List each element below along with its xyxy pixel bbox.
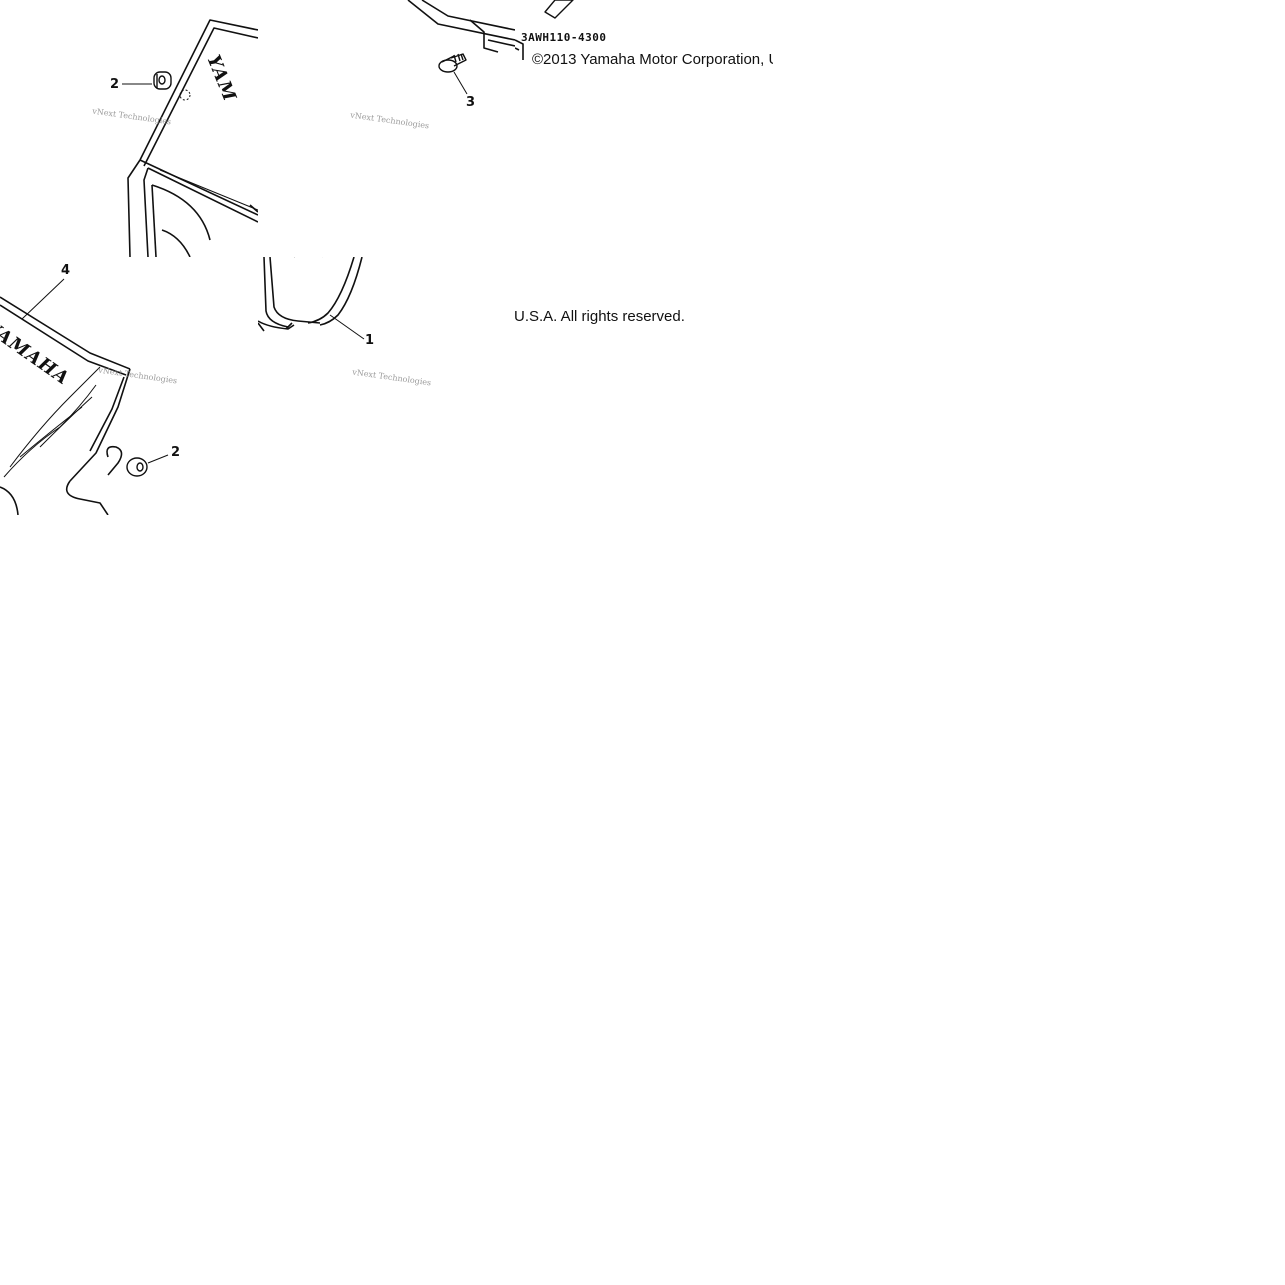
copyright-text: ©2013 Yamaha Motor Corporation, U (532, 51, 773, 68)
callout-part-3: 3 (466, 95, 476, 110)
front-cover-drawing (0, 278, 169, 515)
diagram-tile-bottom-middle: 1 vNext Technologies (258, 257, 515, 515)
panel-corner-drawing (515, 0, 574, 60)
cover-upper-drawing (122, 19, 258, 257)
callout-part-1: 1 (365, 333, 375, 348)
diagram-tile-top-right: 3AWH110-4300 ©2013 Yamaha Motor Corporat… (515, 0, 773, 257)
bolt-drawing (407, 0, 515, 95)
grommet-part (126, 457, 148, 477)
diagram-tile-bottom-left: 4 2 YAMAHA vNext Technologies (0, 257, 258, 515)
grommet-part (153, 71, 172, 90)
diagram-part-code: 3AWH110-4300 (521, 31, 607, 44)
diagram-tile-bottom-right: U.S.A. All rights reserved. (515, 257, 773, 515)
copyright-rights-text: U.S.A. All rights reserved. (515, 308, 685, 325)
callout-part-2: 2 (110, 77, 120, 92)
callout-part-4: 4 (61, 263, 71, 278)
callout-part-2: 2 (171, 445, 181, 460)
cover-lower-drawing (258, 257, 365, 340)
bolt-part (438, 53, 467, 73)
diagram-tile-top-left: 2 YAM vNext Technologies (0, 0, 258, 257)
diagram-tile-top-middle: 3 vNext Technologies (258, 0, 515, 257)
